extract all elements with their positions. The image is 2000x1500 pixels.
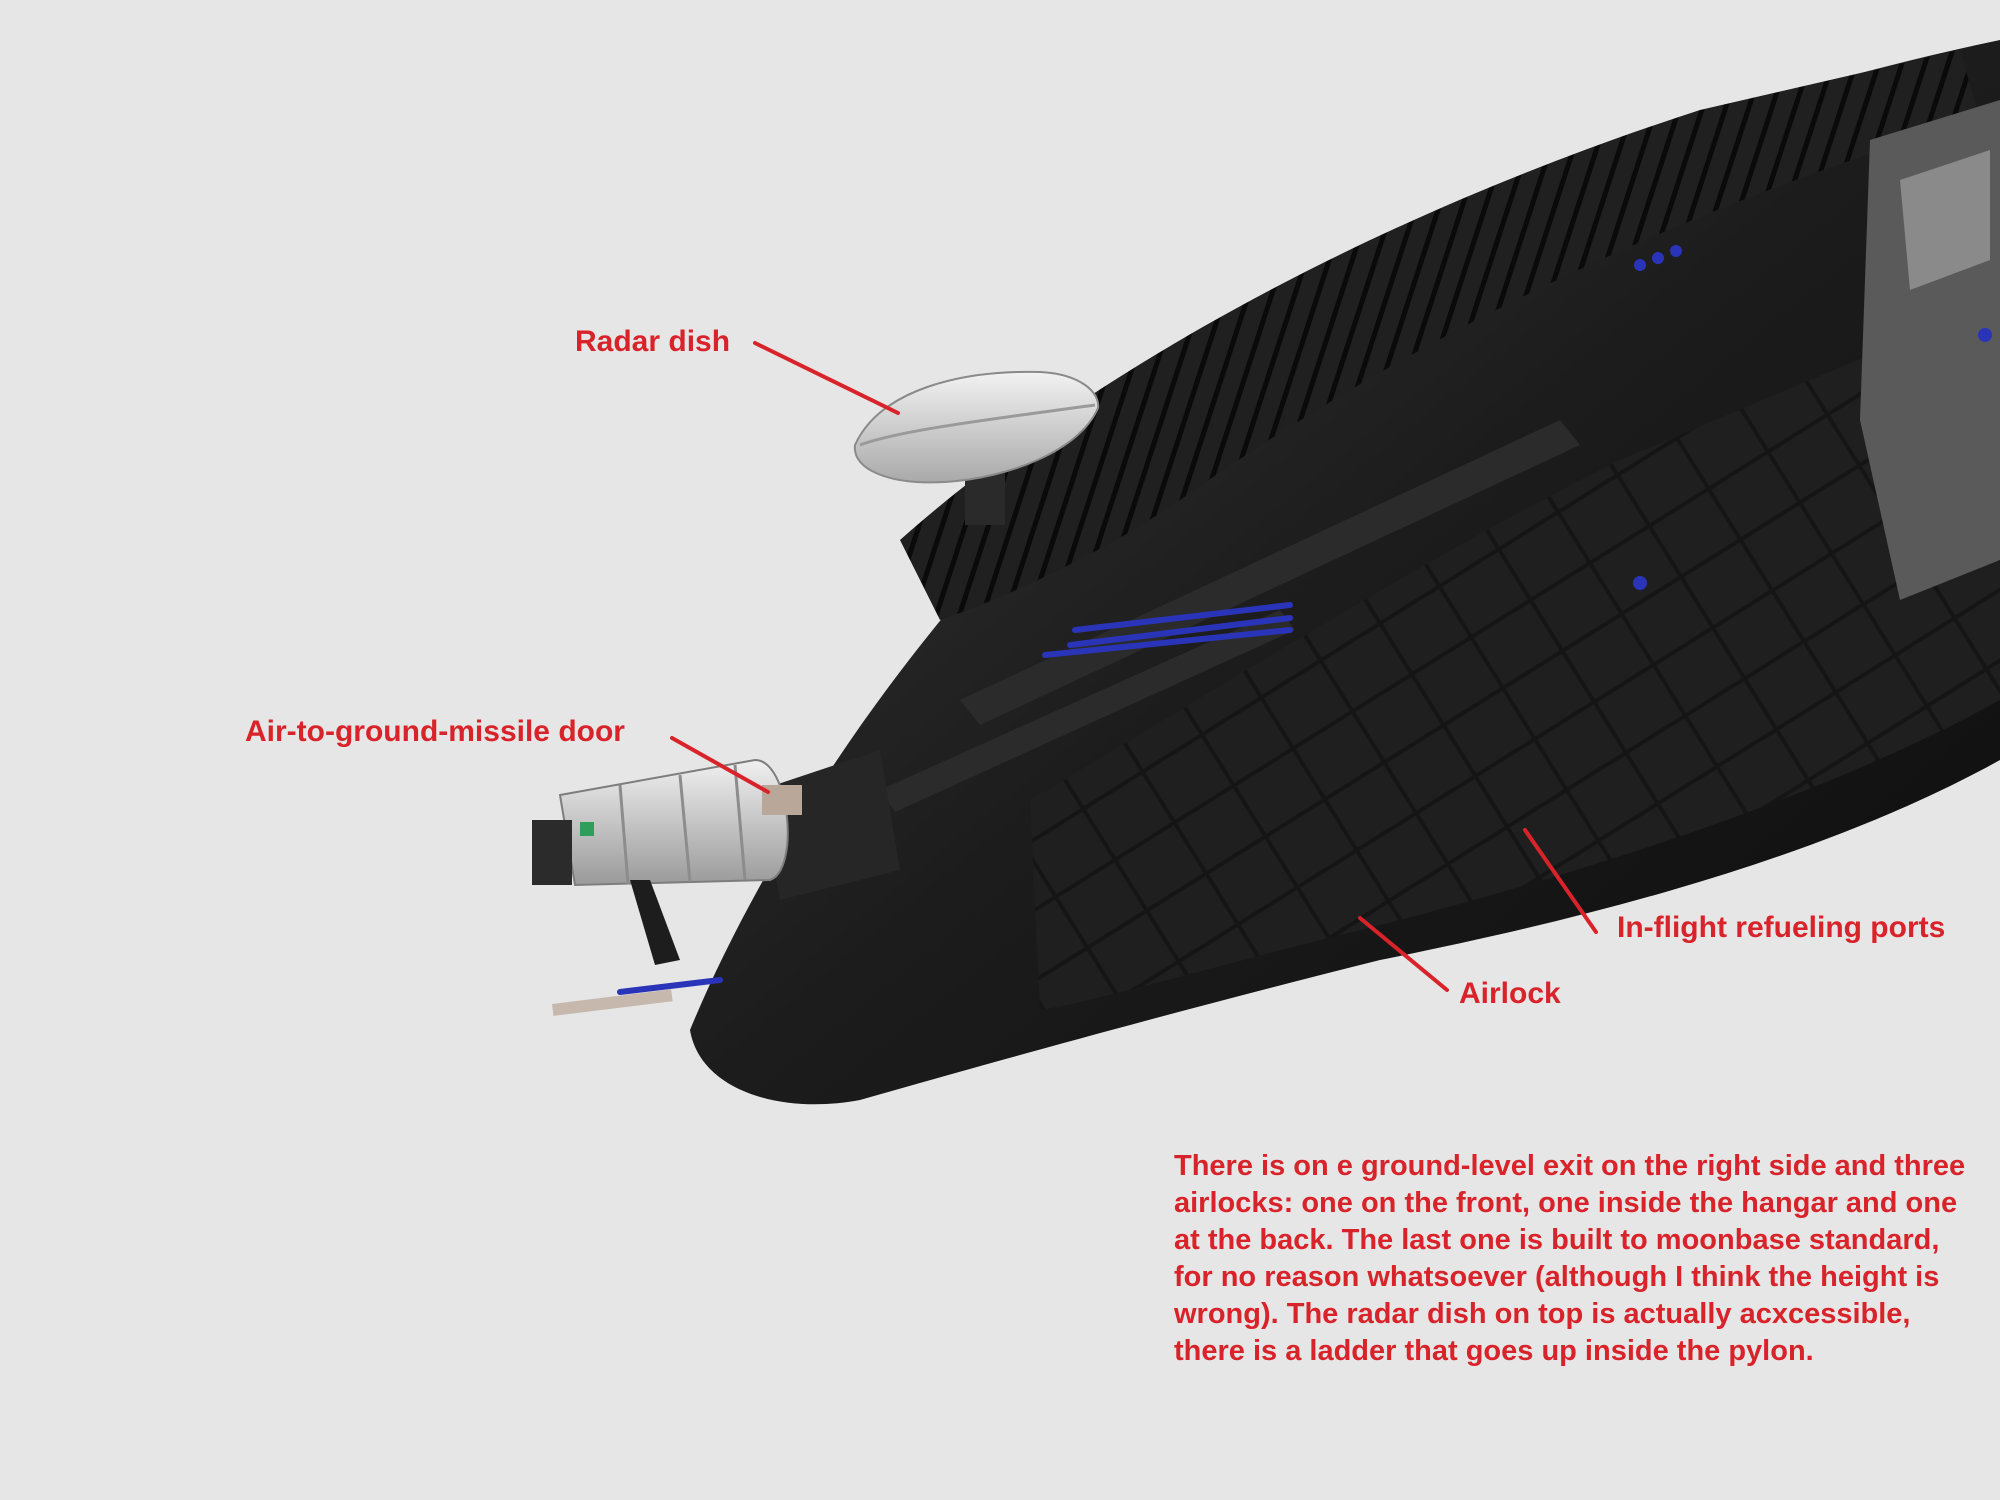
callout-missile-door: Air-to-ground-missile door: [245, 715, 625, 748]
description-caption: There is on e ground-level exit on the r…: [1174, 1150, 1966, 1367]
radar-dish: [853, 370, 1100, 484]
radar-dish-rim: [859, 403, 1096, 447]
hull-machinery: [1900, 150, 1990, 290]
callout-airlock: Airlock: [1459, 977, 1561, 1010]
nose-segments: [618, 764, 747, 885]
blue-rods: [617, 602, 1293, 995]
callout-refueling-ports: In-flight refueling ports: [1617, 911, 1946, 944]
leader-radar-dish: [753, 341, 900, 415]
leader-lines: [670, 341, 1598, 992]
leader-missile-door: [670, 736, 770, 794]
hull-side-strip: [880, 610, 1295, 812]
nose-cap: [532, 820, 572, 885]
missile-door-panel: [762, 785, 802, 815]
leader-refueling-ports: [1523, 828, 1598, 934]
blue-studs: [1633, 245, 1992, 590]
nose-cylinder: [558, 758, 789, 887]
callout-radar-dish: Radar dish: [575, 325, 731, 358]
hull-underside-panels: [1030, 300, 2000, 1010]
nose-green-light: [580, 822, 594, 836]
front-gun: [551, 989, 673, 1016]
leader-airlock: [1358, 916, 1449, 992]
nose-strut: [630, 880, 680, 965]
hull-top-ribs: [900, 50, 1980, 620]
